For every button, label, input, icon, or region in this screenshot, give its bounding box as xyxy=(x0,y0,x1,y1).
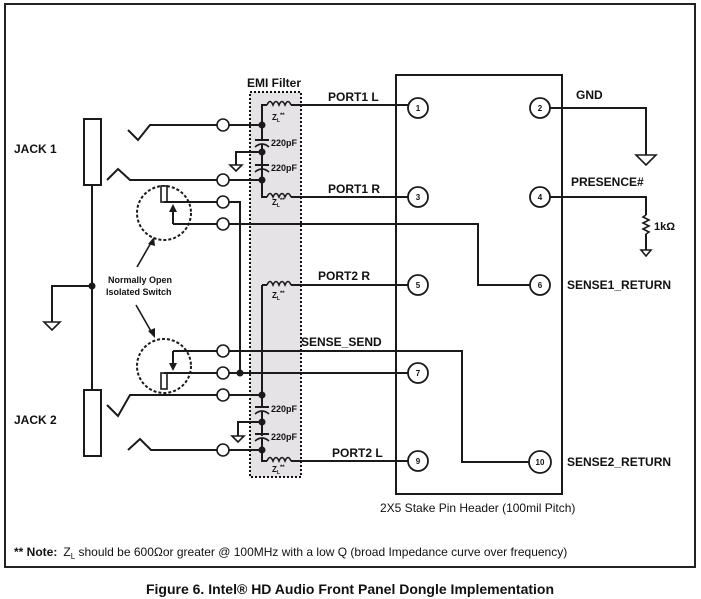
junction-dot xyxy=(258,176,266,184)
pin-9 xyxy=(407,450,429,472)
ground-icon xyxy=(42,321,62,332)
gnd-wire xyxy=(550,107,647,155)
switch2-contact xyxy=(160,372,168,390)
ground-icon xyxy=(230,435,246,444)
sense1-return-wire xyxy=(229,223,530,286)
switch-pointer-arrow-up xyxy=(136,240,153,268)
inductor-icon xyxy=(266,100,292,108)
inductor-icon xyxy=(266,456,292,464)
wire xyxy=(261,438,267,462)
pin-9-label: 9 xyxy=(416,457,421,466)
jack2-label: JACK 2 xyxy=(14,413,57,427)
wire xyxy=(235,151,262,165)
jack1-tip-wire xyxy=(127,124,218,142)
pin-4-label: 4 xyxy=(538,193,543,202)
figure-caption: Figure 6. Intel® HD Audio Front Panel Do… xyxy=(146,581,554,597)
pin-5-label: 5 xyxy=(416,281,421,290)
ground-icon xyxy=(228,164,244,173)
jack2-ring-terminal xyxy=(216,388,230,402)
pin-3 xyxy=(407,186,429,208)
pin-3-label: 3 xyxy=(416,193,421,202)
switch2-circle xyxy=(136,338,192,394)
arrow-head xyxy=(148,237,155,246)
capacitor-value: 220pF xyxy=(271,163,298,173)
jack1-ring-wire xyxy=(106,167,218,181)
pin-7 xyxy=(407,362,429,384)
pin-1 xyxy=(407,97,429,119)
pin-header-caption: 2X5 Stake Pin Header (100mil Pitch) xyxy=(380,501,575,515)
signal-presence: PRESENCE# xyxy=(571,175,644,189)
wire xyxy=(261,104,267,125)
pin-6-label: 6 xyxy=(538,281,543,290)
inductor-label: ZL** xyxy=(272,113,285,124)
emi-filter-title: EMI Filter xyxy=(247,76,301,90)
ground-icon xyxy=(634,154,658,167)
signal-port2-r: PORT2 R xyxy=(318,269,370,283)
ground-icon xyxy=(639,249,653,258)
inductor-icon xyxy=(266,192,292,200)
switch2-arrow-head xyxy=(169,363,177,371)
capacitor-value: 220pF xyxy=(271,404,298,414)
switch2-terminal-a xyxy=(216,344,230,358)
jack2-tip-terminal xyxy=(216,443,230,457)
switch2-terminal-b xyxy=(216,366,230,380)
capacitor-value: 220pF xyxy=(271,138,298,148)
signal-port1-r: PORT1 R xyxy=(328,182,380,196)
resistor-icon xyxy=(641,214,651,235)
switch1-wire-a-down xyxy=(229,201,241,374)
resistor-value: 1kΩ xyxy=(654,221,675,233)
arrow-head xyxy=(148,328,155,338)
pin-10-label: 10 xyxy=(536,458,545,467)
switch1-terminal-b xyxy=(216,217,230,231)
switch-pointer-arrow-down xyxy=(135,304,153,334)
signal-sense2-return: SENSE2_RETURN xyxy=(567,455,671,469)
inductor-label: ZL** xyxy=(272,198,285,209)
signal-port1-l: PORT1 L xyxy=(328,90,379,104)
signal-gnd: GND xyxy=(576,88,603,102)
pin-1-label: 1 xyxy=(416,104,421,113)
presence-wire xyxy=(550,196,647,215)
switch-label-line1: Normally Open xyxy=(108,275,172,285)
jack2-ring-wire xyxy=(106,394,218,418)
note-text: ** Note:ZL should be 600Ωor greater @ 10… xyxy=(14,545,567,561)
jack1-body xyxy=(83,118,102,186)
jack1-ring-terminal xyxy=(216,173,230,187)
switch-label-line2: Isolated Switch xyxy=(106,287,172,297)
jack2-tip-wire xyxy=(127,437,218,451)
junction-dot xyxy=(258,446,266,454)
inductor-label: ZL** xyxy=(272,291,285,302)
pin-6 xyxy=(529,274,551,296)
switch1-contact xyxy=(160,185,168,203)
jack-ground-wire xyxy=(51,285,92,322)
pin-5 xyxy=(407,274,429,296)
signal-sense-send: SENSE_SEND xyxy=(301,335,382,349)
jack2-body xyxy=(83,389,102,457)
jack1-tip-terminal xyxy=(216,118,230,132)
jack1-label: JACK 1 xyxy=(14,142,57,156)
inductor-label: ZL** xyxy=(272,465,285,476)
sense2-return-wire xyxy=(229,350,530,463)
pin-2-label: 2 xyxy=(538,104,543,113)
pin-7-label: 7 xyxy=(416,369,421,378)
wire xyxy=(237,421,262,436)
signal-port2-l: PORT2 L xyxy=(332,446,383,460)
switch1-arrow-head xyxy=(169,204,177,212)
pin-10 xyxy=(528,450,552,474)
junction-dot xyxy=(236,369,244,377)
inductor-icon xyxy=(266,280,292,288)
signal-sense1-return: SENSE1_RETURN xyxy=(567,278,671,292)
switch1-terminal-a xyxy=(216,195,230,209)
capacitor-value: 220pF xyxy=(271,432,298,442)
